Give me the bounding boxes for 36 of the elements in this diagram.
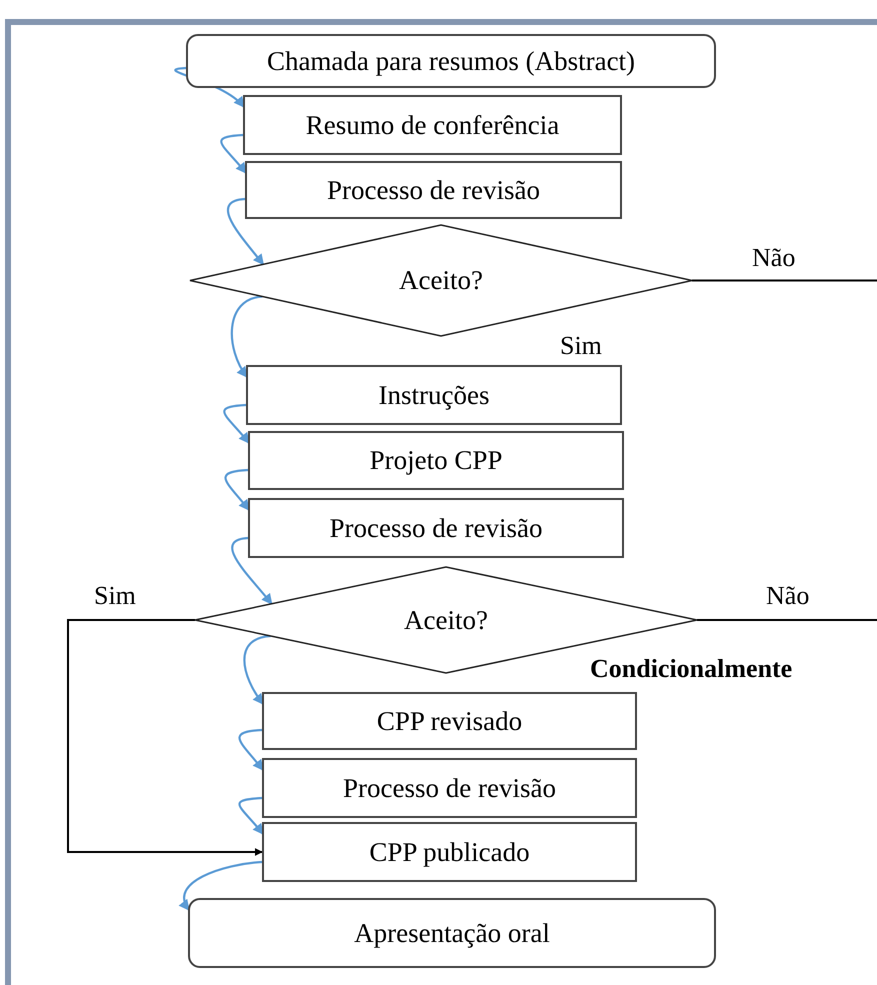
curved-arrow bbox=[230, 295, 263, 378]
decision-diamond bbox=[190, 225, 692, 336]
node-label: Instruções bbox=[378, 380, 490, 410]
process-box bbox=[262, 758, 637, 818]
node-label: CPP publicado bbox=[369, 836, 530, 868]
curved-arrow bbox=[220, 134, 247, 174]
curved-arrow bbox=[179, 860, 262, 911]
curved-arrow bbox=[227, 198, 264, 266]
node-label: Chamada para resumos (Abstract) bbox=[266, 46, 636, 76]
process-box bbox=[243, 95, 622, 155]
curved-arrow bbox=[238, 728, 264, 771]
curved-arrow bbox=[223, 404, 250, 444]
curved-arrow bbox=[243, 634, 271, 705]
node-label: Aceito? bbox=[399, 265, 483, 296]
connector-line bbox=[697, 619, 877, 621]
process-box bbox=[246, 365, 622, 425]
connector-line bbox=[692, 280, 877, 282]
node-label: Processo de revisão bbox=[343, 772, 556, 804]
node-label: Resumo de conferência bbox=[306, 110, 560, 140]
curved-arrow bbox=[224, 468, 250, 511]
process-box bbox=[262, 822, 637, 882]
process-box bbox=[245, 161, 622, 219]
curved-arrow bbox=[238, 796, 264, 835]
arrow bbox=[67, 619, 263, 856]
node-label: Aceito? bbox=[404, 604, 488, 636]
node-label: Processo de revisão bbox=[327, 174, 540, 206]
process-box bbox=[262, 692, 637, 750]
terminal-box bbox=[186, 34, 716, 88]
node-label: Processo de revisão bbox=[330, 512, 542, 544]
terminal-box bbox=[188, 898, 716, 968]
node-label: Projeto CPP bbox=[370, 445, 502, 476]
node-label: Apresentação oral bbox=[354, 918, 550, 948]
curved-arrow bbox=[231, 536, 273, 605]
process-box bbox=[248, 431, 624, 490]
node-label: CPP revisado bbox=[376, 706, 522, 736]
process-box bbox=[248, 498, 624, 558]
